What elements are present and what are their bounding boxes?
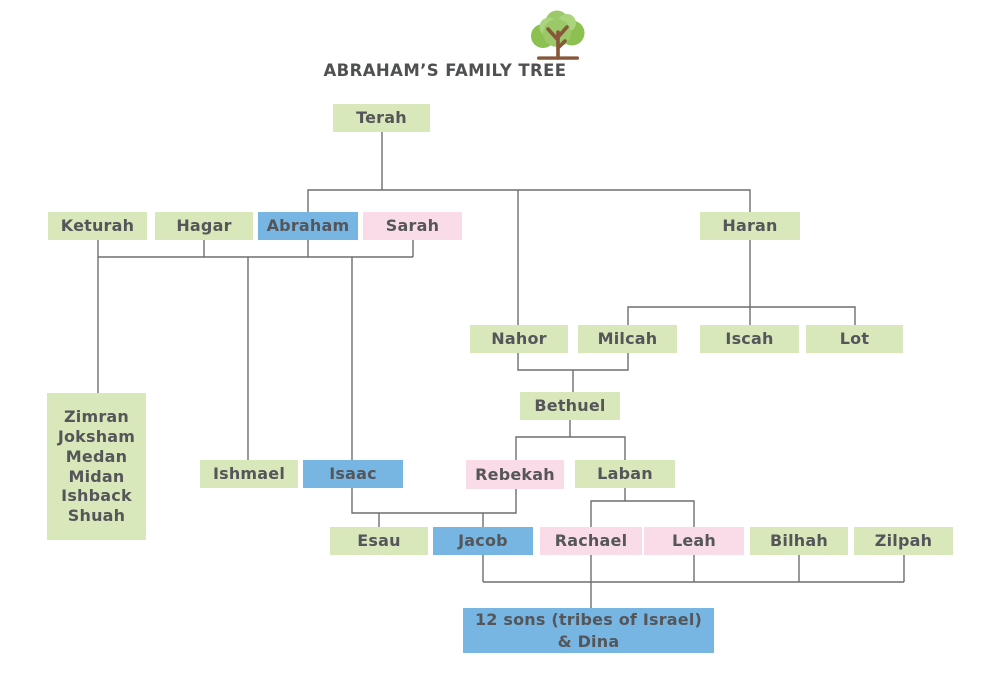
node-terah: Terah xyxy=(333,104,430,132)
connector-jacob-wives-bracket xyxy=(482,555,905,608)
node-lot: Lot xyxy=(806,325,903,353)
node-milcah: Milcah xyxy=(578,325,677,353)
node-keturah-sons: Zimran Joksham Medan Midan Ishback Shuah xyxy=(47,393,146,540)
node-rebekah: Rebekah xyxy=(466,460,564,489)
node-iscah: Iscah xyxy=(700,325,799,353)
node-abraham: Abraham xyxy=(258,212,358,240)
node-sarah: Sarah xyxy=(363,212,462,240)
node-twelve-sons: 12 sons (tribes of Israel) & Dina xyxy=(463,608,714,653)
node-leah: Leah xyxy=(644,527,744,555)
connector-laban-children xyxy=(590,488,695,527)
node-laban: Laban xyxy=(575,460,675,488)
connector-terah-children-bracket xyxy=(307,189,751,212)
node-rachael: Rachael xyxy=(540,527,642,555)
node-haran: Haran xyxy=(700,212,800,240)
connector-isaac-rebekah-join xyxy=(351,488,517,527)
connector-haran-children xyxy=(627,240,856,325)
node-bilhah: Bilhah xyxy=(750,527,848,555)
node-hagar: Hagar xyxy=(155,212,253,240)
connector-abraham-wives-bracket xyxy=(97,240,414,393)
node-nahor: Nahor xyxy=(470,325,568,353)
connector-bethuel-children xyxy=(515,420,626,460)
node-isaac: Isaac xyxy=(303,460,403,488)
connector-nahor-milcah-join xyxy=(517,353,629,392)
node-bethuel: Bethuel xyxy=(520,392,620,420)
node-esau: Esau xyxy=(330,527,428,555)
node-ishmael: Ishmael xyxy=(200,460,298,488)
node-zilpah: Zilpah xyxy=(854,527,953,555)
node-keturah: Keturah xyxy=(48,212,147,240)
tree-icon xyxy=(531,10,585,60)
page-title: ABRAHAM’S FAMILY TREE xyxy=(323,61,567,80)
node-jacob: Jacob xyxy=(433,527,533,555)
